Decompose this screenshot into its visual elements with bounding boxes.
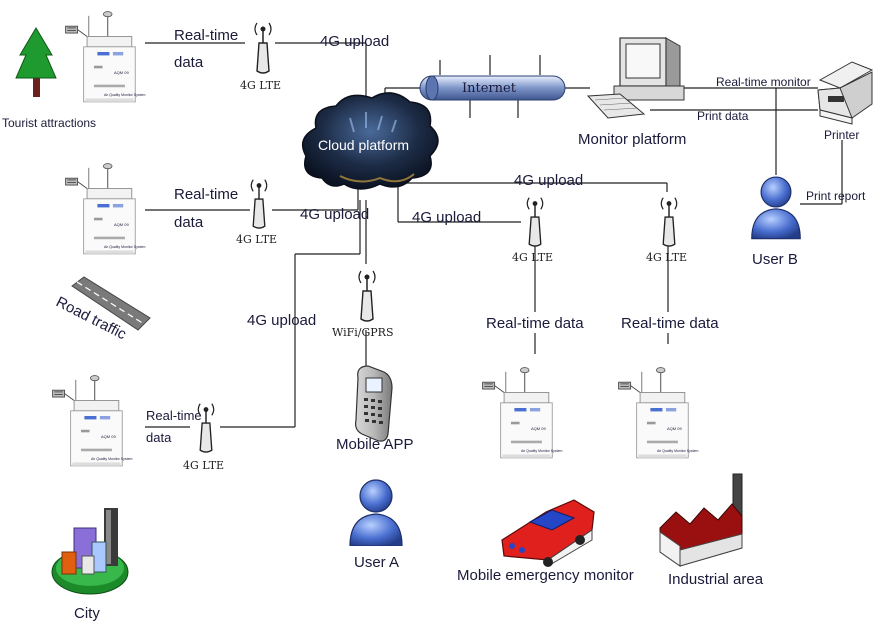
antenna-icon — [250, 178, 268, 229]
antenna-icon — [526, 196, 544, 247]
printer-label: Printer — [824, 128, 859, 142]
mobile-app-label: Mobile APP — [336, 436, 414, 453]
device-model-label: AQM 09 — [531, 426, 546, 431]
wifi-gprs-label: WiFi/GPRS — [332, 326, 394, 339]
upload-label-mid: 4G upload — [300, 206, 369, 223]
device-model-label: AQM 09 — [101, 434, 116, 439]
lte-label: 4G LTE — [236, 233, 277, 246]
realtime-data-label-right2: Real-time data — [621, 315, 719, 332]
device-model-label: AQM 09 — [114, 70, 129, 75]
tourist-attractions-label: Tourist attractions — [2, 116, 96, 130]
device-model-label: AQM 09 — [667, 426, 682, 431]
print-report-label: Print report — [806, 189, 866, 203]
mobile-phone-icon — [355, 365, 393, 442]
monitor-platform-label: Monitor platform — [578, 131, 686, 148]
vehicle-icon — [501, 499, 595, 567]
monitor-station-icon — [618, 367, 689, 459]
printer-icon — [817, 61, 874, 125]
device-caption-label: Air Quality Monitor System — [521, 449, 563, 453]
lte-label: 4G LTE — [240, 79, 281, 92]
device-caption-label: Air Quality Monitor System — [657, 449, 699, 453]
antenna-icon — [254, 22, 272, 74]
device-caption-label: Air Quality Monitor System — [104, 93, 146, 97]
realtime-data-label-mid-line1: Real-time — [174, 186, 238, 203]
user-icon — [751, 176, 801, 240]
user-icon — [349, 479, 403, 546]
user-b-label: User B — [752, 251, 798, 268]
industrial-area-label: Industrial area — [668, 571, 764, 588]
lte-label: 4G LTE — [183, 459, 224, 472]
monitor-station-icon — [482, 367, 553, 459]
realtime-data-label-low-line2: data — [146, 430, 172, 445]
cloud-icon — [301, 92, 439, 190]
realtime-data-label-top-line1: Real-time — [174, 27, 238, 44]
device-caption-label: Air Quality Monitor System — [91, 457, 133, 461]
user-a-label: User A — [354, 554, 399, 571]
monitor-station-icon — [65, 163, 136, 255]
internet-label: Internet — [462, 81, 517, 96]
mobile-emergency-monitor-label: Mobile emergency monitor — [457, 567, 634, 584]
realtime-data-label-top-line2: data — [174, 54, 204, 71]
antenna-icon — [660, 196, 678, 247]
realtime-data-label-mid-line2: data — [174, 214, 204, 231]
device-model-label: AQM 09 — [114, 222, 129, 227]
cloud-platform-label: Cloud platform — [318, 137, 409, 153]
city-label: City — [74, 605, 100, 622]
factory-icon — [659, 473, 743, 567]
internet-pipe-icon — [419, 75, 566, 101]
realtime-monitor-label: Real-time monitor — [716, 75, 811, 89]
upload-label-right: 4G upload — [514, 172, 583, 189]
city-icon — [51, 508, 129, 595]
upload-label-top: 4G upload — [320, 33, 389, 50]
device-caption-label: Air Quality Monitor System — [104, 245, 146, 249]
lte-label: 4G LTE — [646, 251, 687, 264]
realtime-data-label-right1: Real-time data — [486, 315, 584, 332]
computer-icon — [586, 37, 685, 119]
tree-icon — [15, 27, 57, 97]
upload-label-center: 4G upload — [412, 209, 481, 226]
lte-label: 4G LTE — [512, 251, 553, 264]
upload-label-low: 4G upload — [247, 312, 316, 329]
road-icon — [71, 276, 151, 331]
monitor-station-icon — [65, 11, 136, 103]
realtime-data-label-low-line1: Real-time — [146, 408, 202, 423]
antenna-icon — [358, 270, 376, 322]
print-data-label: Print data — [697, 109, 749, 123]
monitor-station-icon — [52, 375, 123, 467]
